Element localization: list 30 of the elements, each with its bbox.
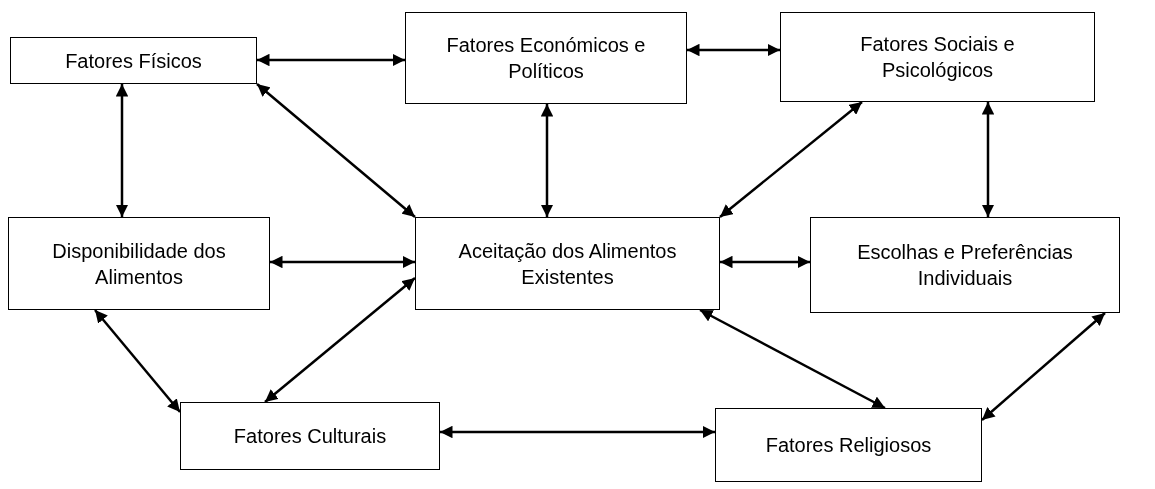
- double-arrow: [540, 104, 554, 217]
- double-arrow: [94, 309, 181, 413]
- factor-box: [180, 402, 440, 470]
- box-label: Fatores Físicos: [64, 48, 203, 74]
- double-arrow: [115, 84, 129, 217]
- double-arrow: [981, 102, 995, 217]
- factor-box: [715, 408, 982, 482]
- factor-box: [780, 12, 1095, 102]
- box-label: Disponibilidade dos Alimentos: [51, 238, 227, 290]
- double-arrow: [256, 83, 416, 218]
- box-label: Fatores Religiosos: [764, 433, 933, 458]
- factor-box: [405, 12, 687, 104]
- factor-box: [810, 217, 1120, 313]
- factor-box: [10, 37, 257, 84]
- double-arrow: [699, 308, 886, 410]
- box-label: Fatores Sociais e Psicológicos: [859, 32, 1016, 83]
- double-arrow: [981, 312, 1106, 421]
- double-arrow: [270, 255, 415, 269]
- double-arrow: [687, 43, 780, 57]
- double-arrow: [719, 101, 863, 218]
- double-arrow: [257, 53, 405, 67]
- box-label: Fatores Económicos e Políticos: [445, 33, 647, 84]
- box-label: Aceitação dos Alimentos Existentes: [457, 238, 678, 290]
- box-label: Fatores Culturais: [232, 424, 388, 449]
- double-arrow: [264, 277, 416, 403]
- double-arrow: [720, 255, 810, 269]
- factor-box: [8, 217, 270, 310]
- factor-box: [415, 217, 720, 310]
- double-arrow: [440, 425, 715, 439]
- box-label: Escolhas e Preferências Individuais: [856, 240, 1074, 291]
